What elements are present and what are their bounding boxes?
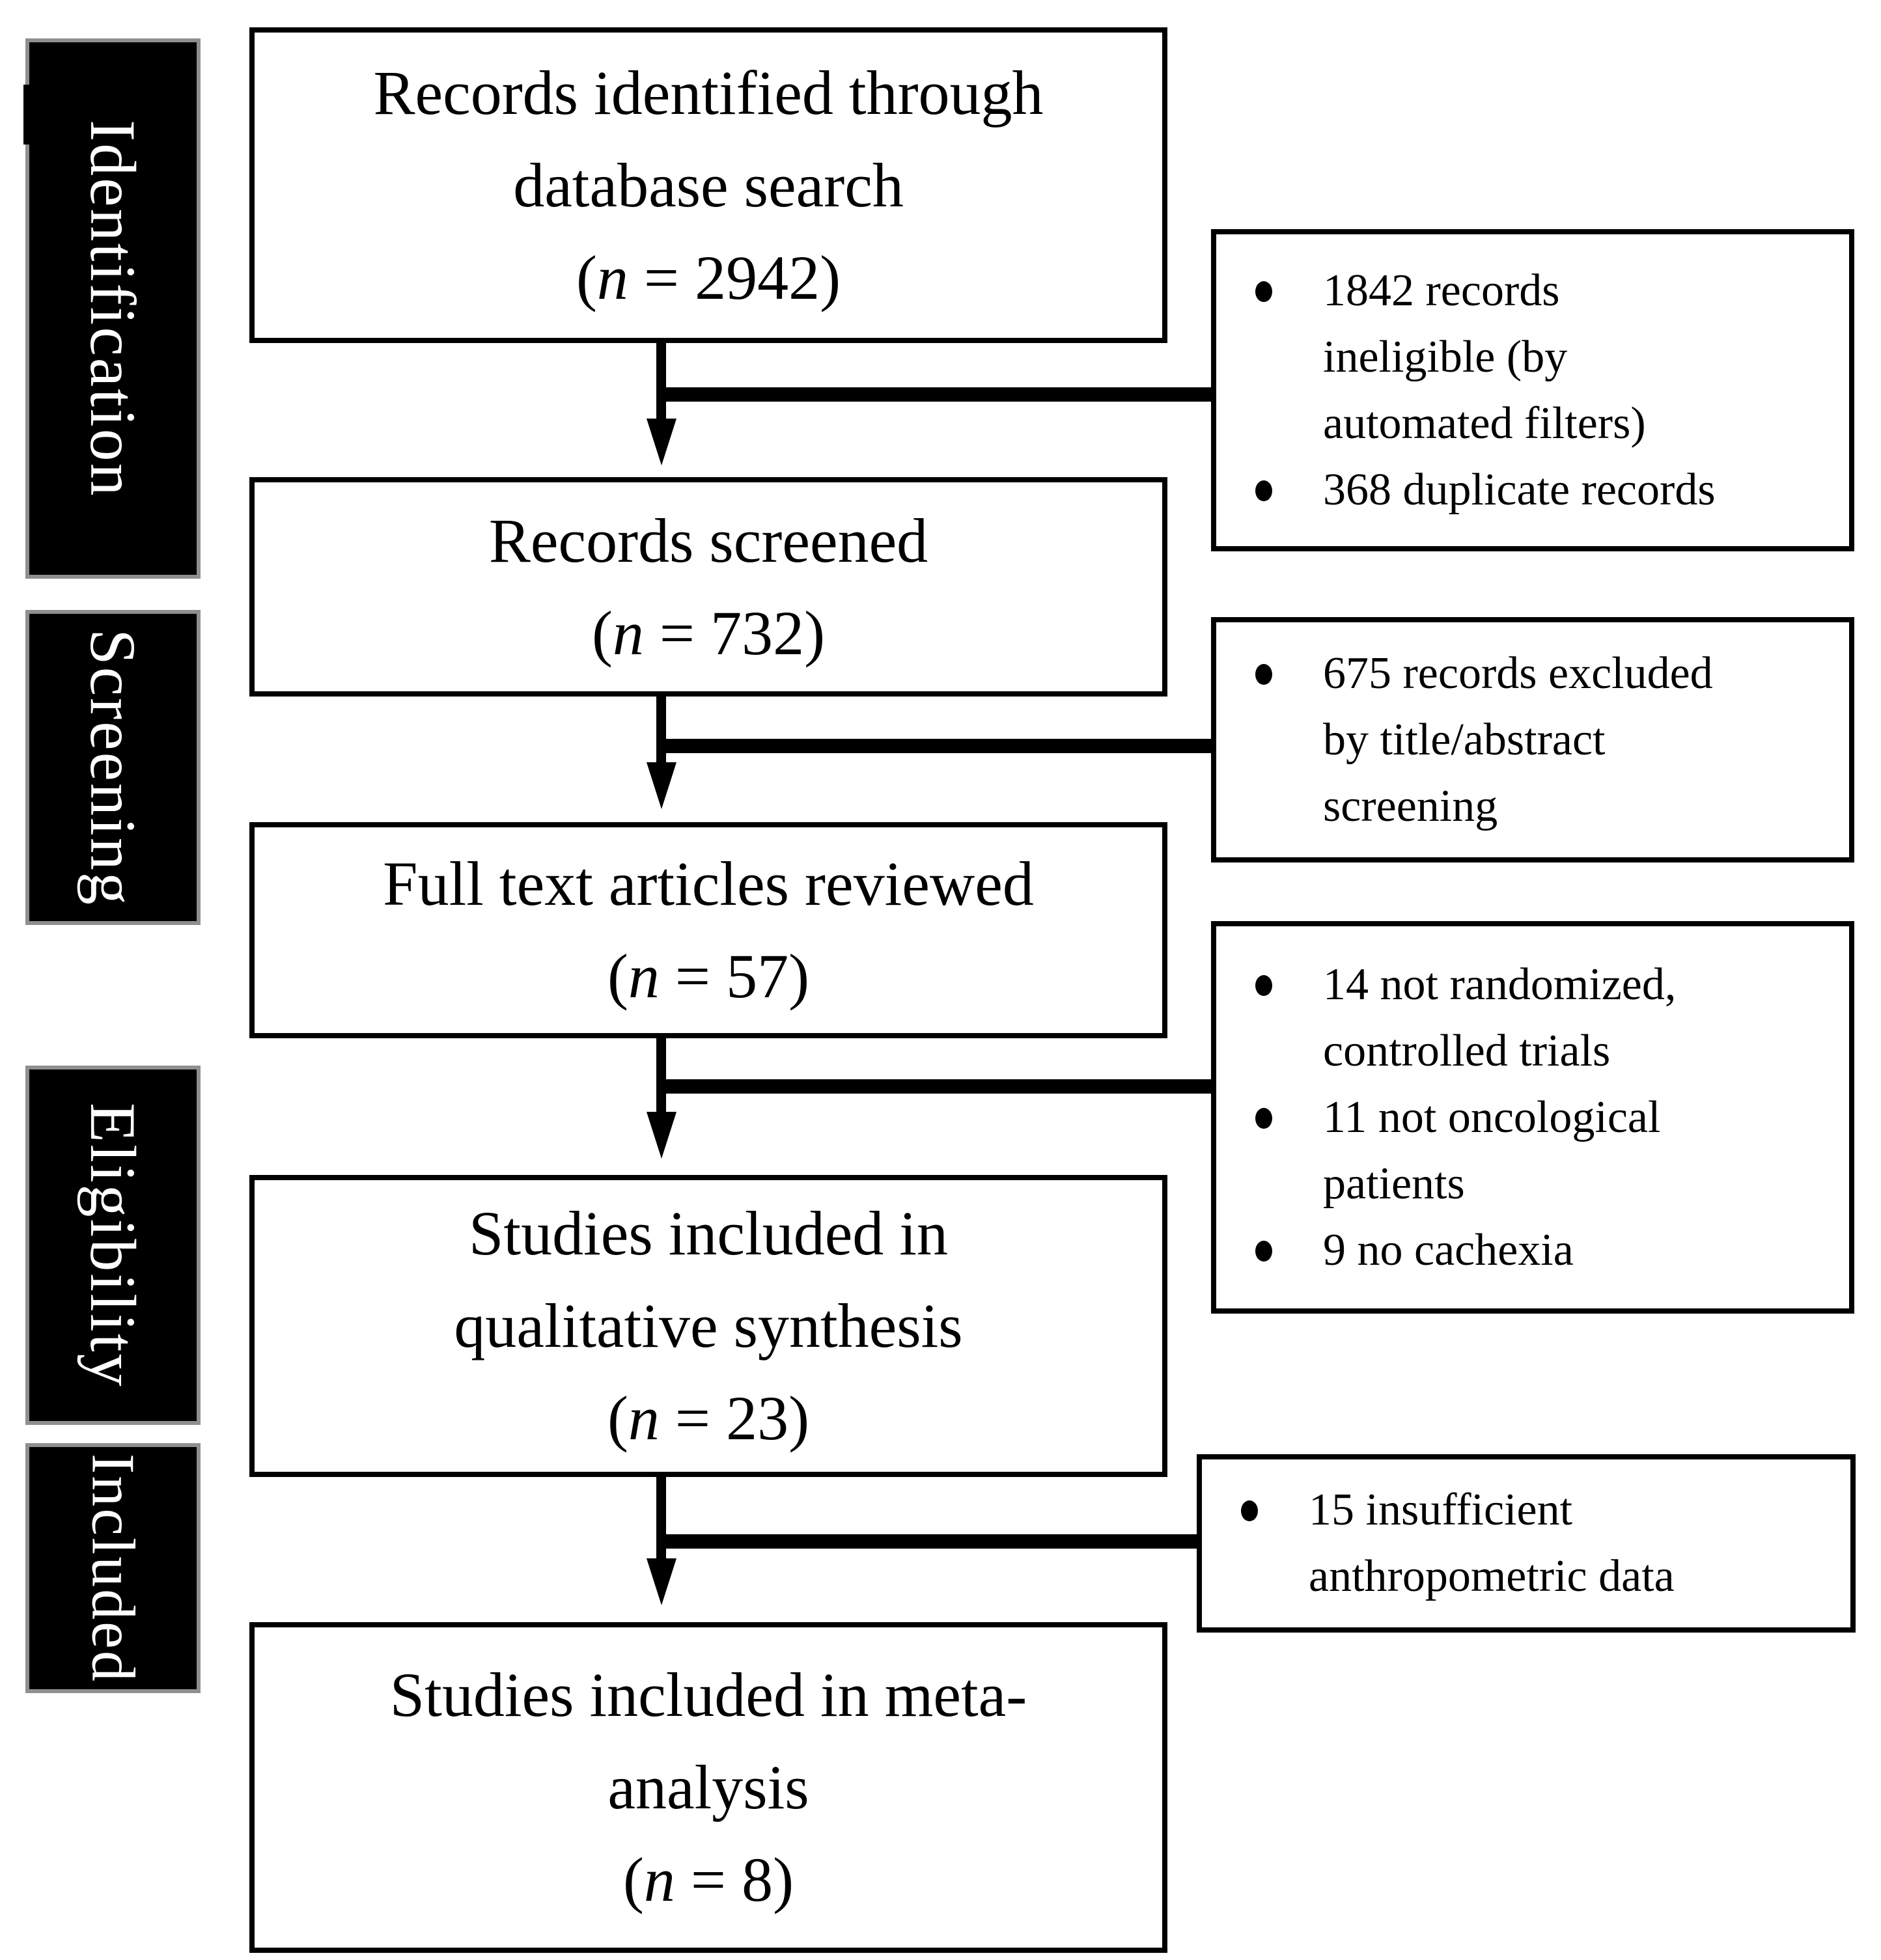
bullet-icon [1255,663,1272,685]
bullet-icon [1255,974,1272,996]
box-title: Records identified through database sear… [373,57,1044,220]
exclusion-box-screening: 675 records excluded by title/abstract s… [1211,617,1854,863]
box-title: Studies included in meta- analysis [389,1660,1027,1822]
exclusion-item: 9 no cachexia [1247,1217,1849,1284]
exclusion-item: 675 records excluded by title/abstract s… [1247,641,1849,840]
box-qualitative-synthesis: Studies included in qualitative synthesi… [249,1175,1167,1477]
box-n-count: (n = 732) [591,598,826,668]
connector-line-3 [656,1079,1213,1094]
connector-line-1 [656,387,1213,402]
stage-label: Eligibility [77,1102,149,1388]
arrow-down-icon [647,1558,676,1605]
exclusion-item: 11 not oncological patients [1247,1084,1849,1217]
bullet-icon [1255,1107,1272,1129]
stage-eligibility: Eligibility [29,1070,197,1421]
exclusion-box-eligibility: 14 not randomized, controlled trials 11 … [1211,921,1854,1314]
arrow-shaft-4 [656,1476,666,1561]
connector-line-4 [656,1534,1199,1549]
bullet-icon [1255,281,1272,302]
box-meta-analysis: Studies included in meta- analysis (n = … [249,1622,1167,1953]
exclusion-box-included: 15 insufficient anthropometric data [1197,1454,1856,1633]
box-records-screened: Records screened (n = 732) [249,477,1167,697]
box-records-identified: Records identified through database sear… [249,27,1167,343]
arrow-shaft-3 [656,1037,666,1114]
box-n-count: (n = 23) [607,1383,810,1453]
exclusion-item: 15 insufficient anthropometric data [1233,1477,1850,1610]
stage-label: Screening [77,628,149,907]
connector-line-2 [656,739,1213,753]
arrow-shaft-1 [656,342,666,421]
stage-included: Included [29,1447,197,1689]
exclusion-item: 14 not randomized, controlled trials [1247,952,1849,1084]
box-title: Records screened [488,505,928,575]
scan-artifact-notch [23,85,31,145]
stage-identification: Identification [29,42,197,575]
box-title: Full text articles reviewed [383,849,1034,918]
arrow-down-icon [647,762,676,809]
arrow-down-icon [647,1112,676,1159]
stage-label: Included [79,1453,147,1683]
box-fulltext-reviewed: Full text articles reviewed (n = 57) [249,822,1167,1038]
arrow-down-icon [647,419,676,465]
box-title: Studies included in qualitative synthesi… [454,1198,963,1360]
box-n-count: (n = 57) [607,941,810,1011]
exclusion-item: 368 duplicate records [1247,457,1849,523]
bullet-icon [1255,1240,1272,1262]
box-n-count: (n = 2942) [576,242,841,312]
bullet-icon [1241,1500,1258,1521]
bullet-icon [1255,480,1272,501]
exclusion-item: 1842 records ineligible (by automated fi… [1247,258,1849,457]
box-n-count: (n = 8) [622,1845,794,1914]
arrow-shaft-2 [656,695,666,765]
exclusion-box-identification: 1842 records ineligible (by automated fi… [1211,229,1854,551]
stage-label: Identification [77,119,149,498]
stage-screening: Screening [29,614,197,921]
